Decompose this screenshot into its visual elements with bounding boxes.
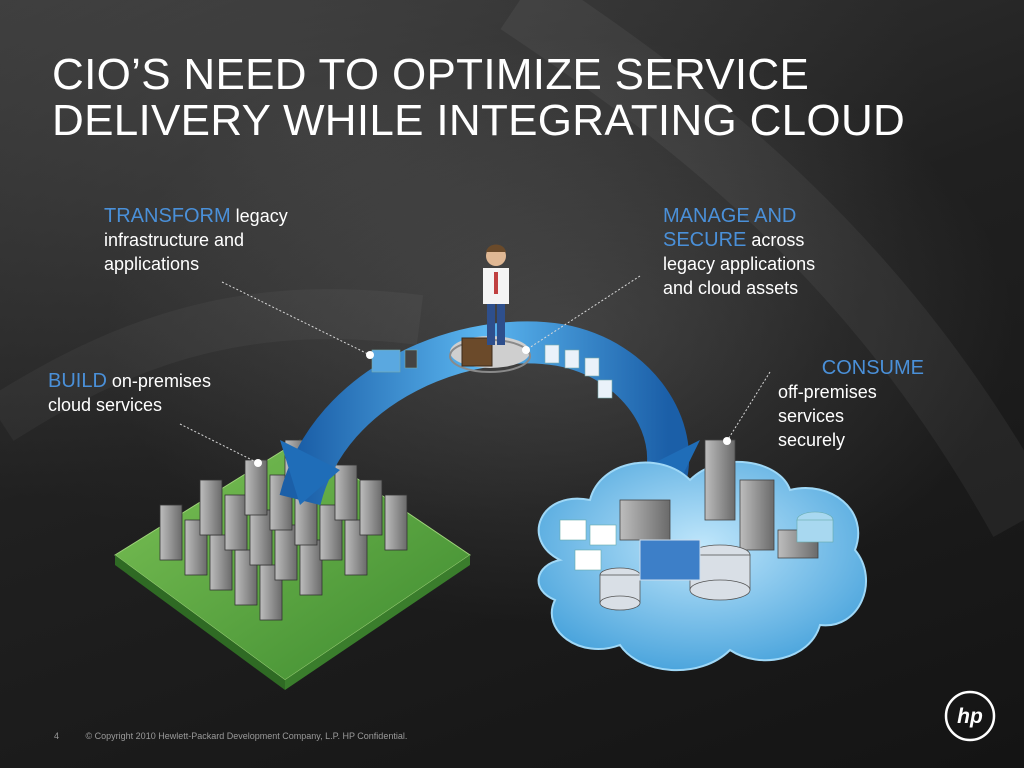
title-line-2: DELIVERY WHILE INTEGRATING CLOUD — [52, 96, 906, 145]
manage-text-2: legacy applications — [663, 254, 816, 274]
callout-leaders — [179, 275, 771, 464]
consume-text-2: services — [778, 406, 845, 426]
page-number: 4 — [54, 731, 60, 741]
build-keyword: BUILD — [48, 370, 107, 392]
hp-logo-icon: hp — [944, 690, 996, 742]
copyright-text: © Copyright 2010 Hewlett-Packard Develop… — [85, 731, 408, 741]
on-premises-datacenter — [114, 439, 471, 690]
transform-text-3: applications — [104, 254, 200, 274]
callout-transform: TRANSFORM legacy infrastructure and appl… — [104, 204, 344, 276]
manage-keyword-1: MANAGE AND — [663, 205, 797, 227]
application-documents — [371, 344, 613, 399]
cio-figure — [449, 244, 531, 373]
build-text-2: cloud services — [48, 395, 163, 415]
footer: 4 © Copyright 2010 Hewlett-Packard Devel… — [54, 731, 407, 741]
manage-text-1: across — [746, 230, 805, 250]
transform-text-1: legacy — [230, 206, 288, 226]
title-line-1: CIO’S NEED TO OPTIMIZE SERVICE — [52, 50, 810, 99]
manage-text-3: and cloud assets — [663, 278, 799, 298]
transform-keyword: TRANSFORM — [104, 205, 231, 227]
callout-consume: CONSUME off-premises services securely — [778, 356, 924, 452]
consume-text-1: off-premises — [778, 382, 877, 402]
page-title: CIO’S NEED TO OPTIMIZE SERVICE DELIVERY … — [52, 52, 992, 144]
consume-keyword: CONSUME — [821, 357, 924, 379]
consume-text-3: securely — [778, 430, 846, 450]
hp-logo-text: hp — [957, 705, 983, 728]
transform-text-2: infrastructure and — [104, 230, 245, 250]
callout-build: BUILD on-premises cloud services — [48, 369, 278, 417]
cloud-services — [537, 439, 867, 671]
manage-keyword-2: SECURE — [663, 229, 747, 251]
callout-manage: MANAGE AND SECURE across legacy applicat… — [663, 204, 863, 300]
build-text-1: on-premises — [106, 371, 211, 391]
